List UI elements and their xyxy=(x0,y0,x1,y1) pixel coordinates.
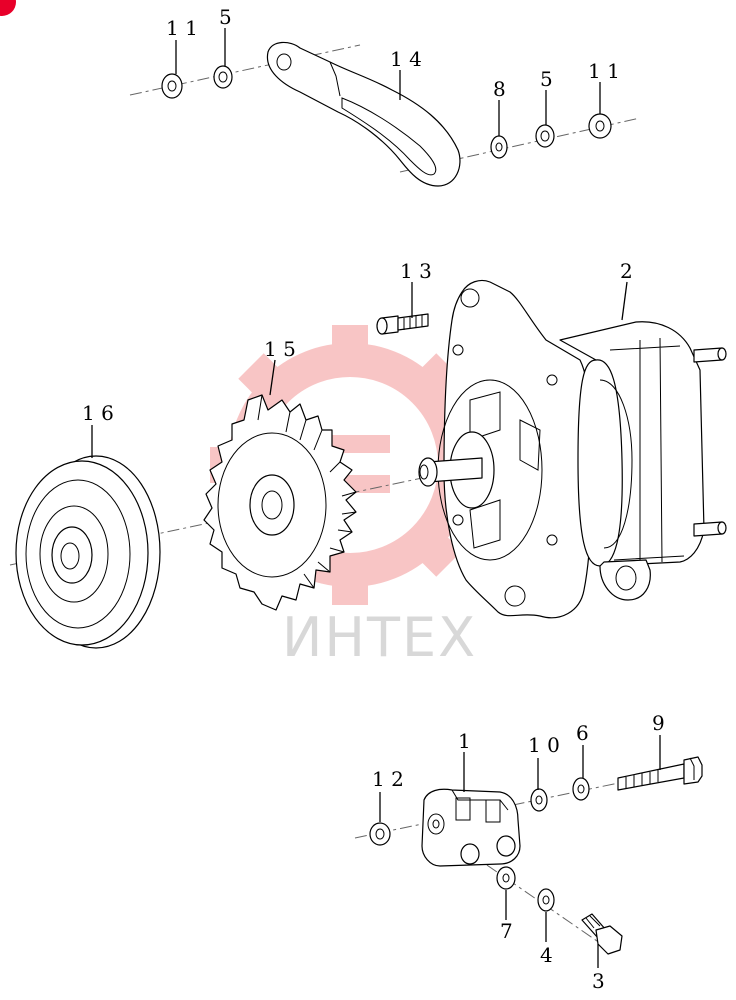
bolt-13 xyxy=(376,313,429,335)
alternator-2 xyxy=(418,279,727,619)
washer-10 xyxy=(530,788,548,812)
callout-15: 1 5 xyxy=(264,337,296,361)
callout-16: 1 6 xyxy=(82,401,114,425)
callout-11-right: 1 1 xyxy=(588,59,620,83)
adjusting-bracket-1 xyxy=(421,788,521,867)
cooling-fan-15 xyxy=(203,394,357,611)
callout-5-right: 5 xyxy=(540,67,553,91)
callout-3: 3 xyxy=(592,969,605,993)
watermark-text: ИНТЕХ xyxy=(282,606,477,669)
washer-8 xyxy=(490,135,508,159)
nut-11-right xyxy=(588,113,612,139)
pulley-16 xyxy=(15,455,161,649)
washer-4 xyxy=(537,888,555,912)
callout-13: 1 3 xyxy=(400,259,432,283)
callout-12: 1 2 xyxy=(372,767,404,791)
bracket-14 xyxy=(266,41,461,187)
corner-mark xyxy=(0,0,16,16)
callout-6: 6 xyxy=(576,721,589,745)
spring-washer-5-right xyxy=(535,124,555,148)
callout-4: 4 xyxy=(540,943,553,967)
leader-2 xyxy=(621,281,628,321)
callout-11-left: 1 1 xyxy=(166,16,198,40)
spring-washer-5-left xyxy=(213,65,233,89)
callout-8: 8 xyxy=(493,77,506,101)
nut-12 xyxy=(369,822,391,846)
callout-9: 9 xyxy=(652,711,665,735)
callout-5-left: 5 xyxy=(219,5,232,29)
leader-15 xyxy=(269,359,276,396)
bolt-9 xyxy=(617,756,703,791)
callout-2: 2 xyxy=(620,259,633,283)
callout-14: 1 4 xyxy=(390,47,422,71)
callout-10: 1 0 xyxy=(528,733,560,757)
callout-7: 7 xyxy=(500,919,513,943)
nut-11-left xyxy=(161,73,183,99)
spring-washer-6 xyxy=(572,777,590,801)
washer-7 xyxy=(496,866,516,890)
bolt-3 xyxy=(581,913,623,955)
callout-1: 1 xyxy=(458,729,471,753)
